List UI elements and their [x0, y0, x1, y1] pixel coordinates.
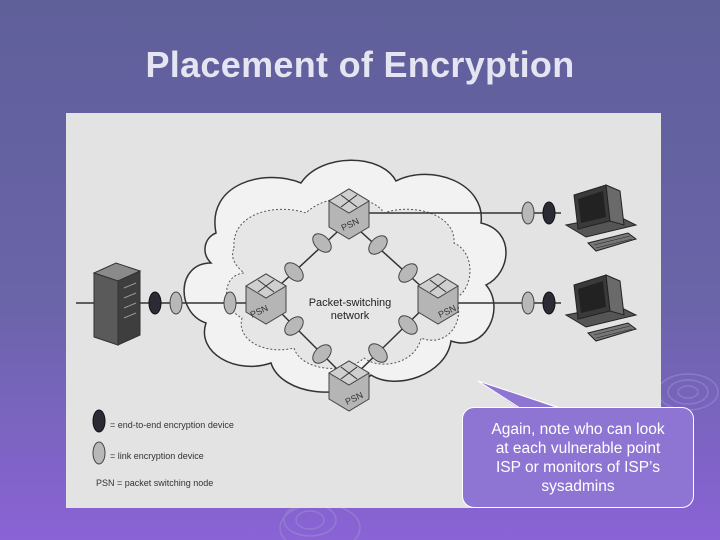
psn-node-right: PSN: [417, 273, 459, 325]
network-label: network: [331, 310, 370, 322]
link-encryption-device: [521, 201, 535, 225]
workstation-icon: [564, 184, 638, 252]
slide-title: Placement of Encryption: [145, 44, 575, 85]
end-to-end-encryption-device: [148, 291, 162, 315]
end-to-end-encryption-device: [542, 291, 556, 315]
end-to-end-encryption-device: [542, 201, 556, 225]
callout-line: at each vulnerable point: [495, 439, 661, 457]
legend-end-to-end: = end-to-end encryption device: [110, 420, 234, 430]
link-encryption-device: [223, 291, 237, 315]
network-label: Packet-switching: [309, 297, 392, 309]
link-encryption-device: [284, 316, 304, 336]
callout-line: ISP or monitors of ISP’s: [496, 458, 660, 476]
server-icon: [92, 262, 142, 346]
legend-psn: PSN = packet switching node: [96, 478, 213, 488]
link-encryption-device: [92, 441, 106, 465]
link-encryption-device: [398, 315, 418, 335]
link-encryption-device: [368, 235, 388, 255]
link-encryption-device: [521, 291, 535, 315]
legend: = end-to-end encryption device = link en…: [96, 420, 234, 488]
link-encryption-device: [312, 233, 332, 253]
callout-line: sysadmins: [541, 477, 615, 495]
link-encryption-device: [398, 263, 418, 283]
link-encryption-device: [284, 262, 304, 282]
callout-line: Again, note who can look: [491, 420, 665, 438]
callout-note: Again, note who can look at each vulnera…: [462, 407, 694, 508]
psn-node-left: PSN: [245, 273, 287, 325]
psn-node-top: PSN: [328, 188, 370, 240]
end-to-end-encryption-device: [92, 409, 106, 433]
link-encryption-device: [169, 291, 183, 315]
workstation-icon: [564, 274, 638, 342]
link-encryption-device: [368, 343, 388, 363]
link-encryption-device: [312, 344, 332, 364]
psn-node-bottom: PSN: [328, 360, 370, 412]
legend-link: = link encryption device: [110, 451, 204, 461]
